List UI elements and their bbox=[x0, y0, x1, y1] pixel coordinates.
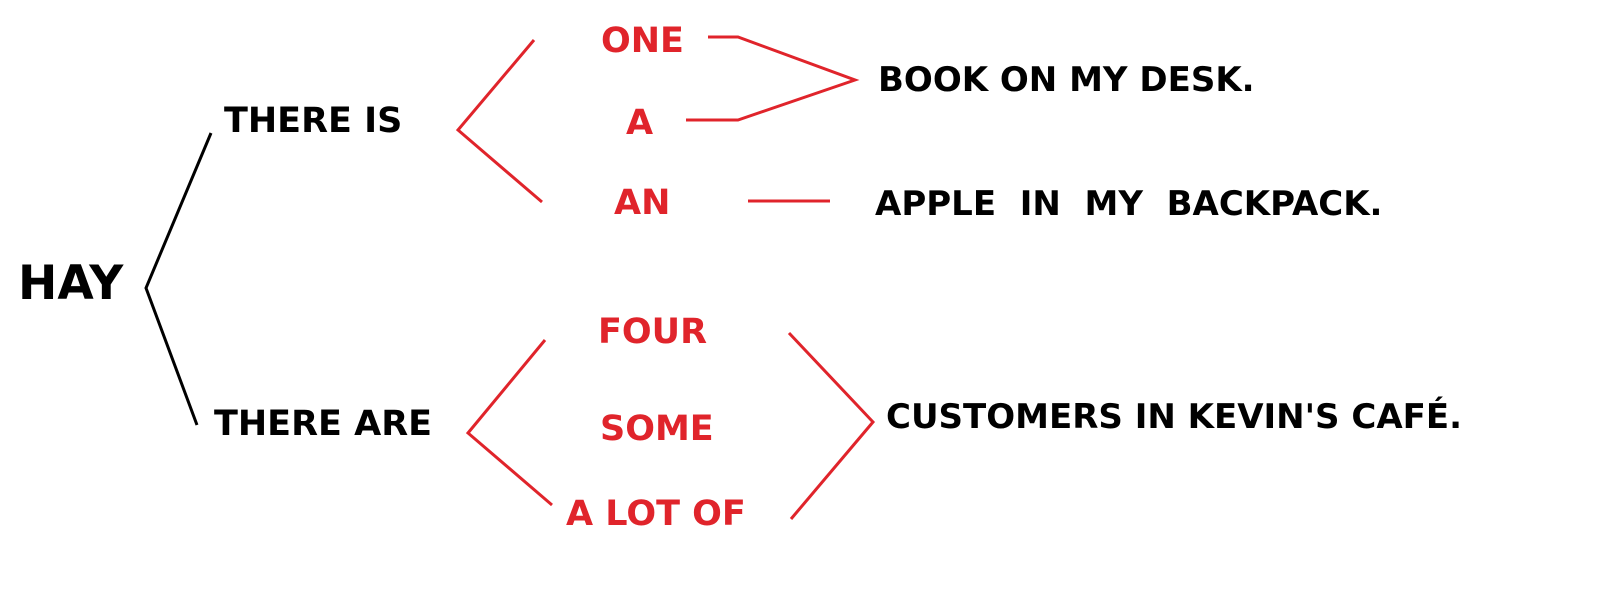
there-is-bracket bbox=[455, 39, 543, 204]
option-one: ONE bbox=[601, 21, 684, 61]
option-four: FOUR bbox=[598, 312, 708, 352]
branch-label-there-are: THERE ARE bbox=[214, 404, 433, 444]
there-are-bracket bbox=[465, 339, 553, 507]
root-bracket bbox=[144, 132, 213, 426]
root-label: HAY bbox=[18, 256, 124, 311]
option-some: SOME bbox=[600, 409, 714, 449]
option-a: A bbox=[626, 103, 654, 143]
one-a-merge-bracket bbox=[686, 35, 860, 122]
ending-book-on-my-desk: BOOK ON MY DESK. bbox=[878, 60, 1255, 100]
option-a-lot-of: A LOT OF bbox=[566, 494, 746, 534]
option-an: AN bbox=[614, 183, 671, 223]
ending-apple-in-my-backpack: APPLE IN MY BACKPACK. bbox=[875, 184, 1383, 224]
ending-customers-in-kevins-cafe: CUSTOMERS IN KEVIN'S CAFÉ. bbox=[886, 397, 1463, 437]
branch-label-there-is: THERE IS bbox=[224, 101, 403, 141]
plural-merge-bracket bbox=[787, 331, 876, 520]
